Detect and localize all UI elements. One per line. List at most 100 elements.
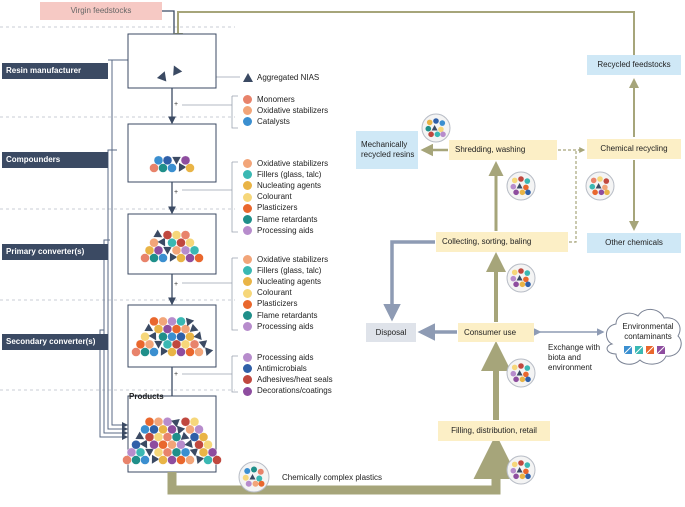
particle <box>524 270 531 276</box>
particle <box>513 189 519 196</box>
nias-particle <box>156 71 167 82</box>
legend-label: Oxidative stabilizers <box>257 158 329 168</box>
collecting-box: Collecting, sorting, baling <box>436 232 568 252</box>
particle <box>198 432 209 442</box>
chemical-recycling-label: Chemical recycling <box>600 144 668 153</box>
legend-dot <box>243 299 252 309</box>
contaminant-swatch-stripe <box>634 345 644 355</box>
chemical-recycling-box: Chemical recycling <box>587 139 681 159</box>
particle <box>149 316 159 327</box>
particle <box>244 468 251 474</box>
nias-particle <box>516 183 523 189</box>
legend-bracket <box>182 355 238 393</box>
particle <box>524 178 531 184</box>
particle <box>510 275 517 282</box>
nias-particle <box>185 317 195 327</box>
legend-label: Processing aids <box>257 321 314 331</box>
supply-chain-flow <box>99 10 635 440</box>
particle <box>440 131 446 138</box>
legend-item: Nucleating agents <box>243 180 321 191</box>
exchange-label: Exchange with biota and environment <box>548 343 601 372</box>
legend-label: Flame retardants <box>257 310 318 320</box>
disposal-label: Disposal <box>375 327 407 337</box>
plus-sign: + <box>174 189 179 196</box>
legend-item: Flame retardants <box>243 214 317 225</box>
particle <box>176 316 186 327</box>
particle <box>510 183 517 190</box>
other-chemicals-box: Other chemicals <box>587 233 681 253</box>
particle <box>510 467 517 474</box>
stage-label-secondary-converter: Secondary converter(s) <box>2 334 108 350</box>
legend-dot <box>243 364 252 374</box>
legend-bracket <box>182 95 238 129</box>
mechanically-recycled-label: Mechanically recycled resins <box>361 140 415 159</box>
contaminant-swatch-stripe <box>623 345 633 355</box>
legend-dot <box>243 117 252 127</box>
legend-label: Flame retardants <box>257 214 318 224</box>
particle <box>162 230 173 240</box>
legend-item: Oxidative stabilizers <box>243 254 328 265</box>
particle <box>171 432 182 442</box>
particle <box>523 276 529 283</box>
legend-dot <box>243 226 252 236</box>
legend-item: Fillers (glass, talc) <box>243 265 321 276</box>
particle <box>180 417 191 427</box>
particle <box>140 455 150 465</box>
particle <box>144 339 155 350</box>
plus-sign: + <box>174 281 179 288</box>
legend-label: Nucleating agents <box>257 276 322 286</box>
nias-particle <box>160 346 169 356</box>
particle <box>511 177 518 184</box>
particle <box>153 245 164 256</box>
nias-particle <box>249 474 256 480</box>
feed-line <box>111 59 128 428</box>
legend-item: Plasticizers <box>243 203 297 214</box>
particle <box>524 365 531 371</box>
particle <box>242 474 249 481</box>
particle <box>180 155 191 166</box>
particle <box>144 417 155 427</box>
mechanically-recycled-box: Mechanically recycled resins <box>356 131 418 169</box>
particle <box>194 253 204 263</box>
particle <box>518 460 524 466</box>
feed-line <box>107 149 128 432</box>
nias-particle <box>193 331 202 340</box>
particle <box>434 131 441 138</box>
particle <box>425 125 432 132</box>
particle <box>524 462 531 468</box>
particle <box>185 455 195 465</box>
legend-label: Fillers (glass, talc) <box>257 265 322 275</box>
nias-particle <box>176 425 186 435</box>
particle <box>189 417 200 427</box>
legend-bracket <box>182 257 238 331</box>
legend-item: Oxidative stabilizers <box>243 105 328 116</box>
legend-item: Adhesives/heat seals <box>243 374 333 385</box>
particle <box>511 269 518 276</box>
recycled-feedstock-arrow <box>173 11 635 55</box>
legend-item: Processing aids <box>243 225 313 236</box>
particle <box>519 281 526 288</box>
particle <box>194 424 204 435</box>
nias-particle <box>169 252 178 262</box>
legend-label: Processing aids <box>257 225 314 235</box>
nias-particle <box>151 454 160 464</box>
nias-particle <box>145 448 154 457</box>
particle <box>131 440 141 450</box>
plus-sign: + <box>174 101 179 108</box>
particle <box>519 189 526 196</box>
particle <box>185 237 195 248</box>
nias-legend: Aggregated NIAS <box>243 72 319 83</box>
particle <box>245 480 252 487</box>
legend-item: Plasticizers <box>243 299 297 310</box>
particle <box>525 189 531 196</box>
particle <box>158 253 168 263</box>
nias-triangle-icon <box>243 73 253 82</box>
particle <box>162 155 173 166</box>
legend-item: Antimicrobials <box>243 363 307 374</box>
stage-box <box>127 213 217 275</box>
particle <box>167 424 177 435</box>
collecting-label: Collecting, sorting, baling <box>442 237 532 246</box>
consumer-use-box: Consumer use <box>458 323 534 342</box>
nias-particle <box>595 183 602 189</box>
